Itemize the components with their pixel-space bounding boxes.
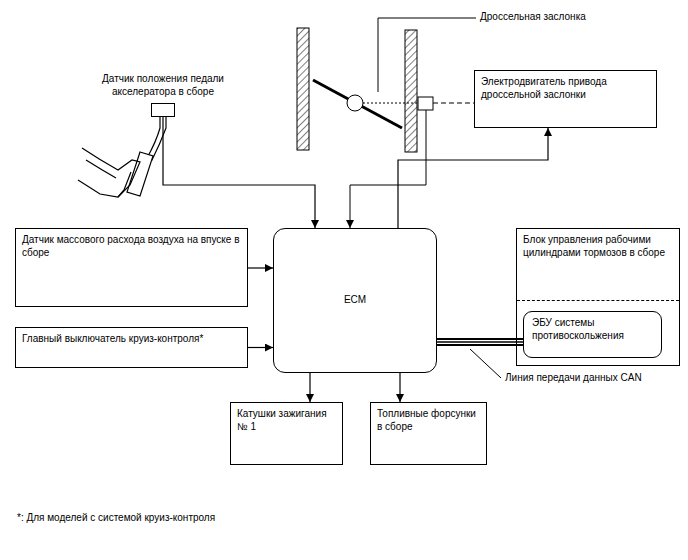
motor-link (433, 103, 474, 104)
connector-line (309, 373, 310, 402)
signal-arrow (163, 117, 315, 228)
actuator-box: Электродвигатель привода дроссельной зас… (474, 70, 657, 128)
node-label: Датчик массового расхода воздуха на впус… (22, 234, 241, 259)
accelerator-pedal (78, 117, 166, 197)
output-box: Катушки зажигания № 1 (230, 402, 343, 465)
leader-line (470, 349, 501, 378)
connector-line (248, 347, 273, 348)
bus-line (437, 338, 523, 346)
throttle-wall (405, 30, 417, 152)
signal-arrow (248, 347, 273, 348)
output-box: Топливные форсунки в сборе (370, 402, 487, 465)
bus-line (437, 341, 523, 342)
bus-gap (437, 340, 523, 344)
node-label: Датчик положения педали акселератора в с… (83, 73, 243, 98)
throttle-position-sensor (418, 97, 433, 110)
node-label: ECM (344, 294, 366, 307)
leader-line (378, 18, 476, 92)
signal-arrow (400, 373, 401, 402)
node-label: Электродвигатель привода дроссельной зас… (481, 76, 650, 101)
footnote: *: Для моделей с системой круиз-контроля (15, 512, 217, 525)
connector-line (248, 267, 273, 268)
part-label: Дроссельная заслонка (478, 11, 588, 24)
node-label: ЭБУ системы противоскольжения (532, 317, 653, 342)
node-label: Главный выключатель круиз-контроля* (22, 333, 241, 346)
signal-arrow (398, 128, 548, 228)
assembly-box: Блок управления рабочими цилиндрами торм… (516, 228, 680, 366)
ecm-box: ECM (273, 228, 437, 373)
connector-line (398, 128, 548, 228)
bus-label: Линия передачи данных CAN (503, 372, 644, 385)
sensor-box: Датчик массового расхода воздуха на впус… (15, 228, 248, 307)
signal-arrow (310, 373, 311, 402)
throttle-wall (297, 28, 309, 150)
connector-line (163, 117, 315, 228)
pedal-sensor-box: Датчик положения педали акселератора в с… (151, 103, 175, 117)
connector-line (399, 373, 400, 402)
ecu-box: ЭБУ системы противоскольжения (523, 311, 662, 358)
signal-wire (350, 110, 426, 228)
signal-arrow (248, 268, 273, 269)
can-bus (437, 342, 523, 343)
node-label: Блок управления рабочими цилиндрами торм… (523, 234, 673, 259)
throttle-plate (313, 80, 402, 128)
shaft-link (363, 103, 418, 104)
switch-box: Главный выключатель круиз-контроля* (15, 327, 248, 368)
node-label: Катушки зажигания № 1 (237, 408, 336, 433)
node-label: Топливные форсунки в сборе (377, 408, 480, 433)
connectors (163, 117, 548, 402)
divider-line (517, 300, 679, 301)
throttle-shaft (347, 95, 363, 111)
